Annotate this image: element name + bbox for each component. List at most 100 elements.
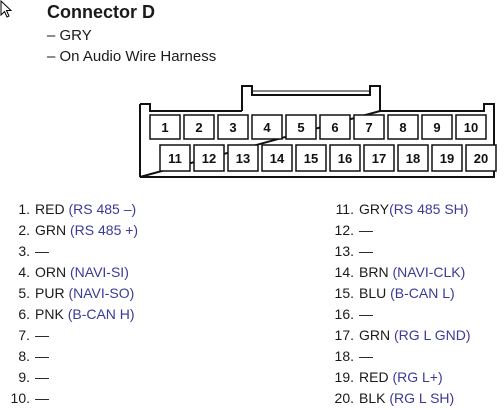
wire-color: — <box>359 306 373 322</box>
bottom-pin-cell-12 <box>193 144 225 172</box>
wire-color: — <box>35 243 49 259</box>
pin-number: 5. <box>18 285 30 301</box>
wire-color: GRN <box>35 222 70 238</box>
wire-color: PNK <box>35 306 68 322</box>
bottom-pin-cell-18 <box>397 144 429 172</box>
pin-row: 17. GRN (RG L GND) <box>332 325 471 346</box>
signal-name: (RG L+) <box>392 369 443 385</box>
pin-list-right: 11.GRY(RS 485 SH) 12. — 13. — 14. BRN (NAVI-CL… <box>332 199 471 409</box>
pin-number: 17. <box>334 327 354 343</box>
bottom-pin-number-13: 13 <box>236 151 250 166</box>
top-pin-cell-10 <box>455 114 487 140</box>
top-pin-number-3: 3 <box>229 120 236 135</box>
pin-row: 14. BRN (NAVI-CLK) <box>332 262 470 283</box>
bottom-pin-cell-20 <box>465 144 497 172</box>
bottom-pin-number-17: 17 <box>372 151 386 166</box>
bottom-pin-cell-14 <box>261 144 293 172</box>
pin-row: 6.PNK (B-CAN H) <box>8 304 138 325</box>
signal-name: (RG L GND) <box>394 327 471 343</box>
wire-color: — <box>35 369 49 385</box>
bottom-pin-number-19: 19 <box>440 151 454 166</box>
signal-name: (NAVI-SO) <box>68 285 135 301</box>
bottom-pin-cell-11 <box>159 144 191 172</box>
top-pin-cell-4 <box>251 114 283 140</box>
wire-color: PUR <box>35 285 69 301</box>
wire-color: — <box>35 348 49 364</box>
signal-name: (B-CAN L) <box>390 285 455 301</box>
bottom-pin-cell-16 <box>329 144 361 172</box>
top-pin-cell-7 <box>353 114 385 140</box>
top-pin-cell-3 <box>217 114 249 140</box>
pin-row: 3. — <box>8 241 138 262</box>
wire-color: — <box>35 390 49 406</box>
pin-number: 9. <box>18 369 30 385</box>
pin-number: 6. <box>18 306 30 322</box>
pin-row: 12. — <box>332 220 470 241</box>
pin-number: 20. <box>334 390 354 406</box>
wire-color: BLU <box>359 285 391 301</box>
top-pin-cell-6 <box>319 114 351 140</box>
top-pin-cell-8 <box>387 114 419 140</box>
bottom-pin-cell-17 <box>363 144 395 172</box>
mouse-cursor-icon <box>0 0 14 25</box>
top-pin-number-5: 5 <box>297 120 304 135</box>
pin-number: 19. <box>334 369 354 385</box>
pin-list-left: 1.RED (RS 485 –) 2. GRN (RS 485 +) 3. — 4. ORN… <box>8 199 139 409</box>
connector-latch <box>241 85 381 111</box>
top-pin-number-7: 7 <box>365 120 372 135</box>
wire-color: BRN <box>359 264 393 280</box>
wire-color: RED <box>35 201 69 217</box>
wire-color: GRN <box>359 327 394 343</box>
wire-color: — <box>359 243 373 259</box>
pin-row: 1.RED (RS 485 –) <box>8 199 138 220</box>
bottom-pin-number-20: 20 <box>474 151 488 166</box>
pin-row: 10.— <box>8 388 138 409</box>
pin-number: 2. <box>18 222 30 238</box>
bottom-pin-number-15: 15 <box>304 151 318 166</box>
pin-number: 14. <box>334 264 354 280</box>
pin-row: 5. PUR (NAVI-SO) <box>8 283 138 304</box>
top-pin-number-2: 2 <box>195 120 202 135</box>
wire-color: — <box>35 327 49 343</box>
top-pin-number-8: 8 <box>399 120 406 135</box>
pin-number: 18. <box>334 348 354 364</box>
pin-number: 16. <box>334 306 354 322</box>
pin-row: 4.ORN (NAVI-SI) <box>8 262 138 283</box>
signal-name: (RS 485 +) <box>70 222 139 238</box>
pin-row: 2. GRN (RS 485 +) <box>8 220 138 241</box>
top-pin-number-4: 4 <box>263 120 271 135</box>
pin-row: 11.GRY(RS 485 SH) <box>332 199 470 220</box>
pin-row: 20.BLK (RG L SH) <box>332 388 470 409</box>
top-pin-cell-9 <box>421 114 453 140</box>
pin-row: 19.RED (RG L+) <box>332 367 470 388</box>
top-pin-cell-1 <box>149 114 181 140</box>
pin-row: 13. — <box>332 241 470 262</box>
pin-row: 15.BLU (B-CAN L) <box>332 283 470 304</box>
pin-row: 9. — <box>8 367 138 388</box>
top-pin-number-6: 6 <box>331 120 338 135</box>
top-pin-number-9: 9 <box>433 120 440 135</box>
top-pin-cell-5 <box>285 114 317 140</box>
signal-name: (RG L SH) <box>389 390 455 406</box>
bottom-pin-cell-19 <box>431 144 463 172</box>
pin-number: 12. <box>334 222 354 238</box>
signal-name: (NAVI-CLK) <box>392 264 466 280</box>
wire-color: — <box>359 222 373 238</box>
pin-number: 7. <box>18 327 30 343</box>
signal-name: (RS 485 –) <box>68 201 137 217</box>
pin-number: 13. <box>334 243 354 259</box>
pin-number: 4. <box>18 264 30 280</box>
pin-row: 18.— <box>332 346 470 367</box>
connector-color: – GRY <box>47 27 92 44</box>
top-pin-number-1: 1 <box>161 120 168 135</box>
pin-number: 11. <box>335 201 354 217</box>
wire-color: ORN <box>35 264 70 280</box>
bottom-pin-number-12: 12 <box>202 151 216 166</box>
pin-number: 3. <box>18 243 30 259</box>
signal-name: (RS 485 SH) <box>389 201 469 217</box>
top-pin-cell-2 <box>183 114 215 140</box>
bottom-pin-cell-15 <box>295 144 327 172</box>
top-pin-number-10: 10 <box>464 120 478 135</box>
pin-number: 8. <box>18 348 30 364</box>
connector-location: – On Audio Wire Harness <box>47 48 217 65</box>
